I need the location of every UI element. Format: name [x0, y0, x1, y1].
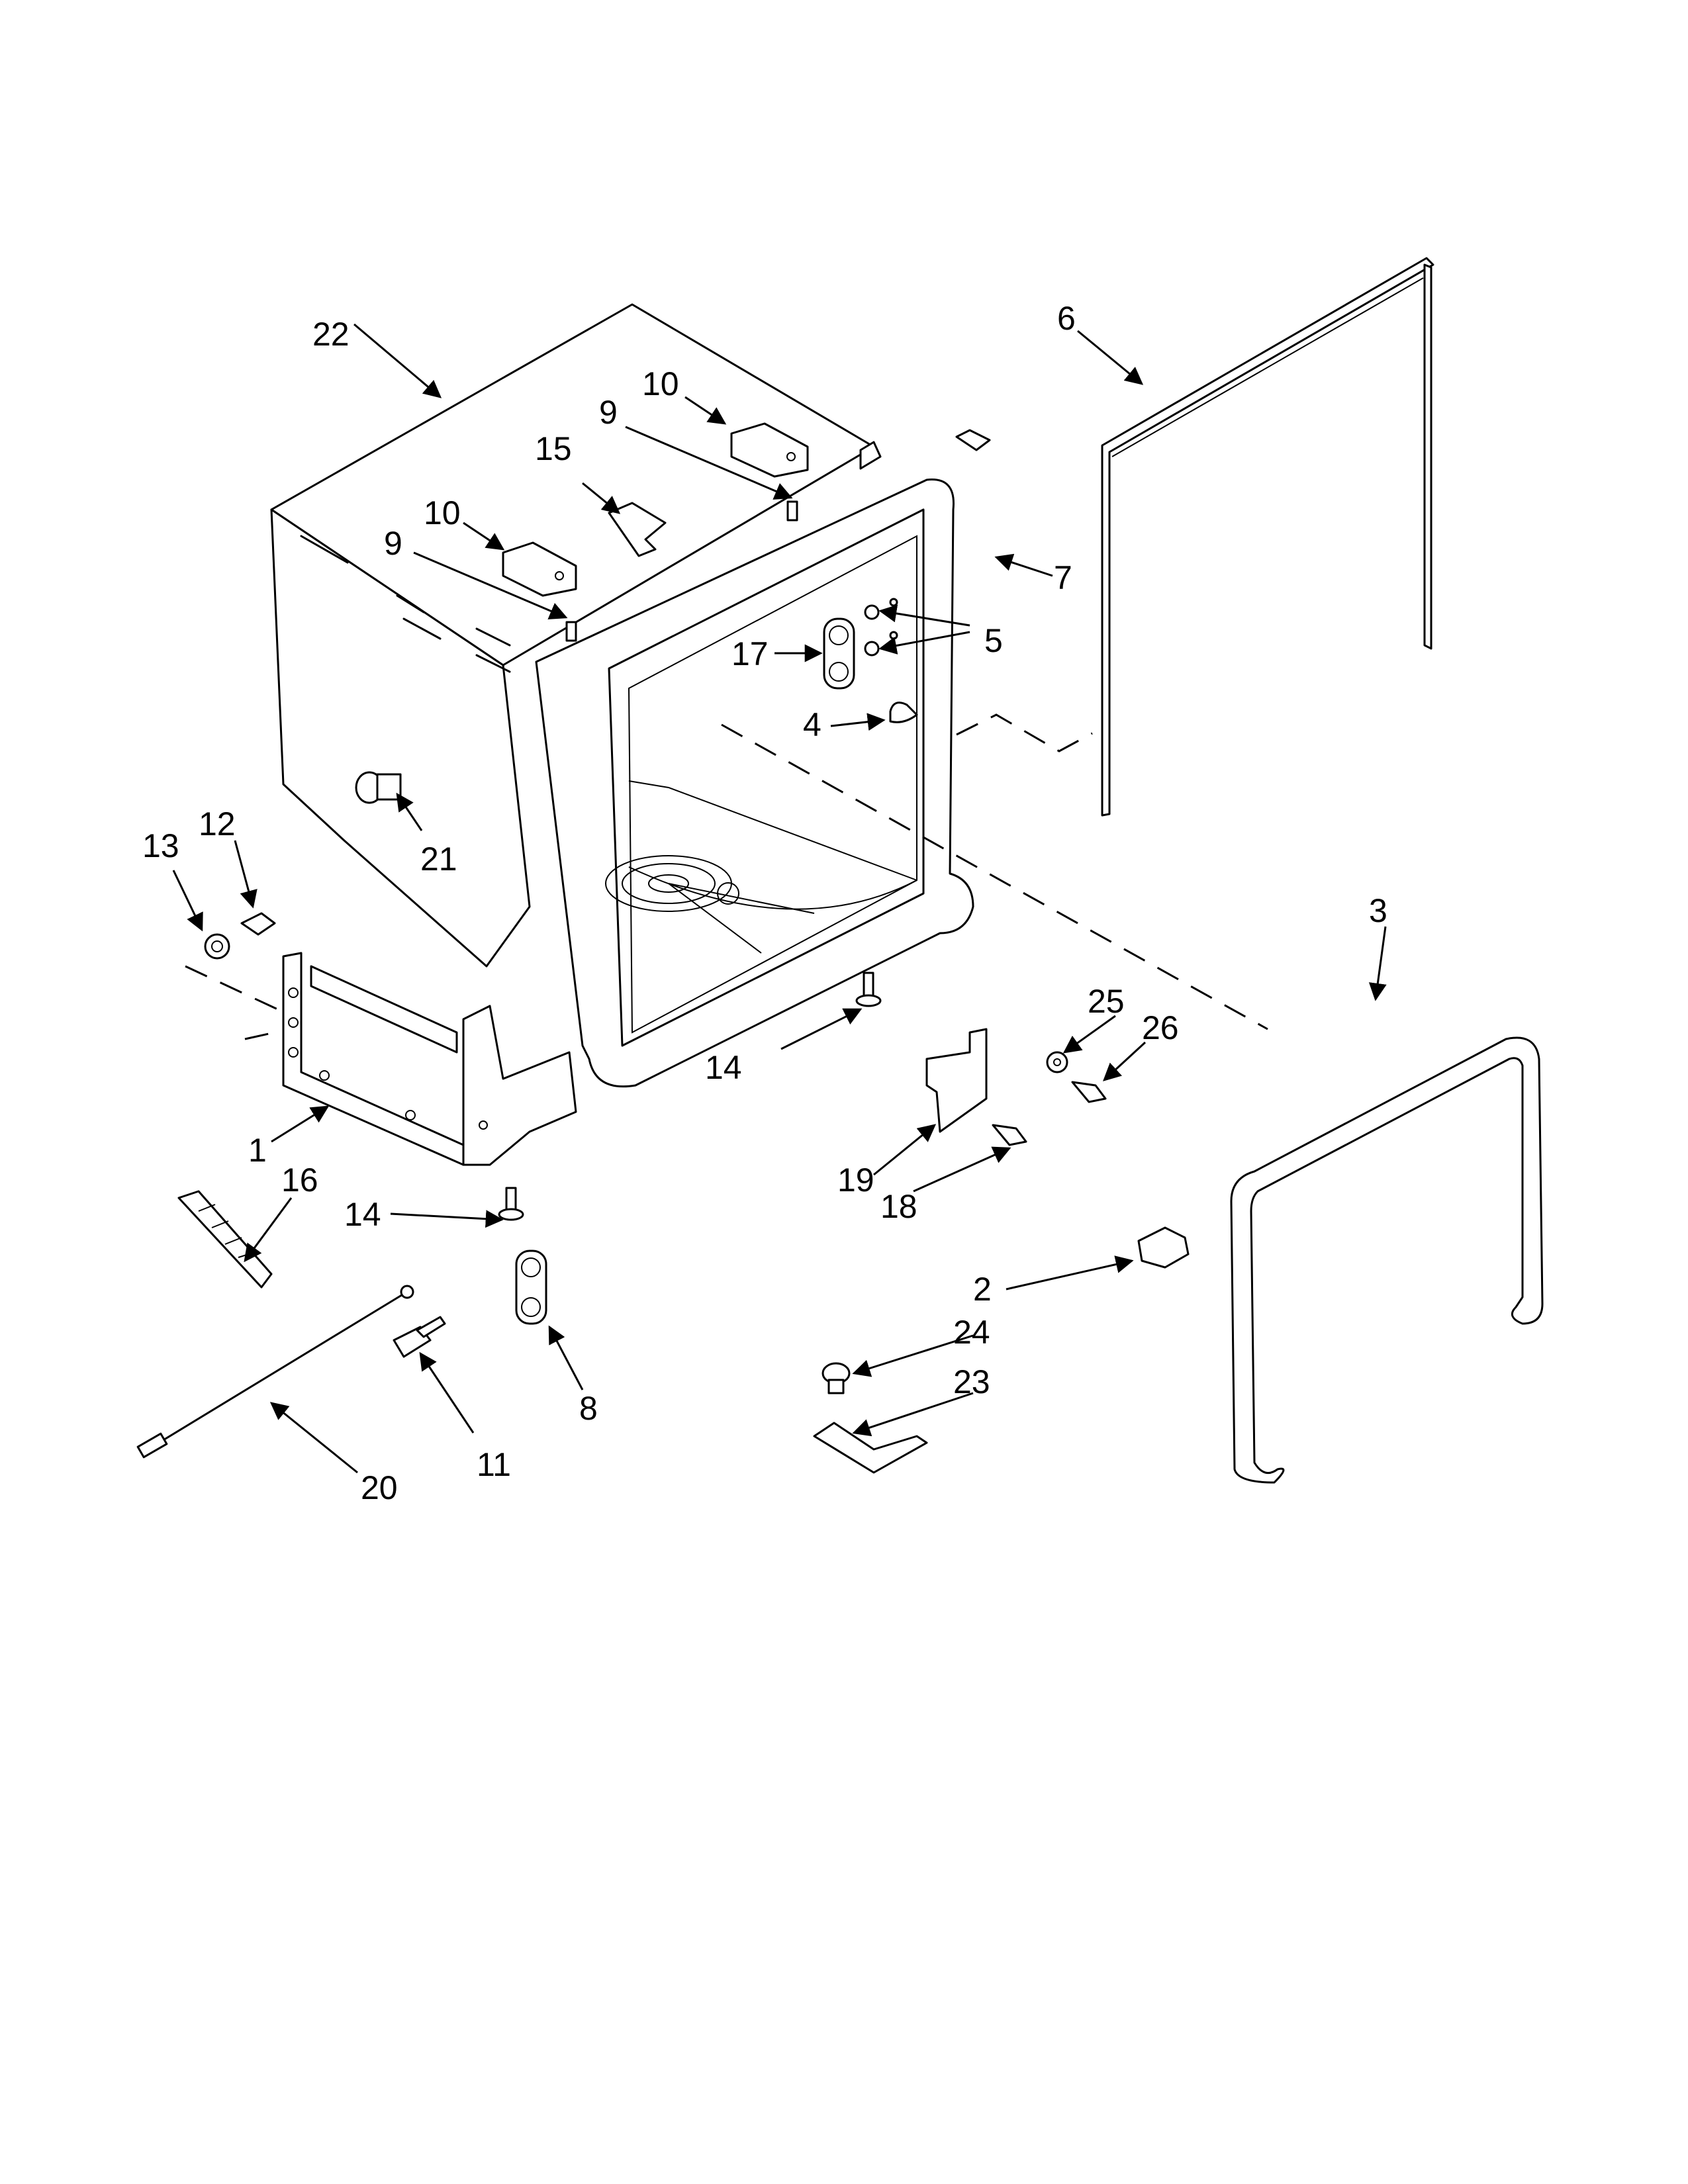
callout-2: 2 — [973, 1271, 992, 1308]
callout-5: 5 — [984, 622, 1003, 659]
callout-14-lower: 14 — [344, 1196, 381, 1233]
callout-8: 8 — [579, 1390, 598, 1427]
callout-24: 24 — [953, 1314, 990, 1351]
spring — [177, 1190, 273, 1289]
callout-10-top: 10 — [642, 365, 679, 402]
screw-right — [955, 429, 991, 451]
callout-9-left: 9 — [384, 525, 402, 562]
hinge-bracket-left — [502, 541, 577, 597]
nut — [204, 933, 230, 960]
screw-26 — [1071, 1081, 1107, 1103]
screw-top — [786, 500, 798, 522]
bracket-23 — [813, 1422, 928, 1474]
bracket-19 — [925, 1028, 988, 1133]
callout-20: 20 — [361, 1469, 398, 1506]
callout-11: 11 — [477, 1446, 511, 1483]
callout-16: 16 — [281, 1161, 318, 1199]
latch — [1137, 1226, 1190, 1269]
callout-21: 21 — [420, 841, 457, 878]
leveling-leg-b — [498, 1187, 524, 1221]
base-frame — [282, 952, 577, 1166]
screw-18 — [992, 1124, 1027, 1146]
callout-labels: 22 10 9 15 10 9 6 7 5 17 4 21 12 13 3 14… — [142, 300, 1387, 1506]
callout-22: 22 — [312, 316, 350, 353]
callout-1: 1 — [248, 1132, 267, 1169]
callout-4: 4 — [803, 706, 821, 743]
rollers — [823, 617, 855, 690]
callout-9-top: 9 — [599, 394, 618, 431]
callout-26: 26 — [1142, 1009, 1179, 1046]
screw-side — [240, 912, 276, 936]
callout-14-upper: 14 — [705, 1049, 742, 1086]
callout-15: 15 — [535, 430, 572, 467]
leader-lines — [172, 323, 1387, 1474]
callout-25: 25 — [1088, 983, 1125, 1020]
callout-3: 3 — [1369, 892, 1387, 929]
hinge-bracket-top — [730, 422, 809, 478]
bolt — [393, 1316, 446, 1358]
callout-17: 17 — [731, 635, 769, 672]
callout-10-left: 10 — [424, 494, 461, 531]
gasket-bottom — [1230, 1036, 1544, 1484]
leveling-leg-a — [855, 972, 882, 1007]
callout-7: 7 — [1054, 559, 1072, 596]
anchor-plug — [355, 771, 402, 804]
callout-13: 13 — [142, 827, 179, 864]
callout-19: 19 — [837, 1161, 874, 1199]
cable — [136, 1285, 414, 1459]
centerline-door — [721, 723, 1268, 1030]
knob-24 — [821, 1362, 851, 1394]
callout-23: 23 — [953, 1363, 990, 1400]
plug — [889, 702, 918, 723]
roller-8 — [515, 1250, 547, 1325]
centerline-base — [244, 1031, 275, 1040]
tub-assembly — [270, 303, 974, 1088]
callout-18: 18 — [880, 1188, 917, 1225]
callout-6: 6 — [1057, 300, 1076, 337]
centerline-left — [185, 965, 285, 1014]
gasket-top — [1101, 257, 1434, 817]
lockwasher-25 — [1046, 1051, 1068, 1073]
screw-left — [565, 621, 577, 642]
clip — [608, 502, 667, 557]
centerline-top — [956, 713, 1093, 752]
callout-12: 12 — [199, 805, 236, 842]
